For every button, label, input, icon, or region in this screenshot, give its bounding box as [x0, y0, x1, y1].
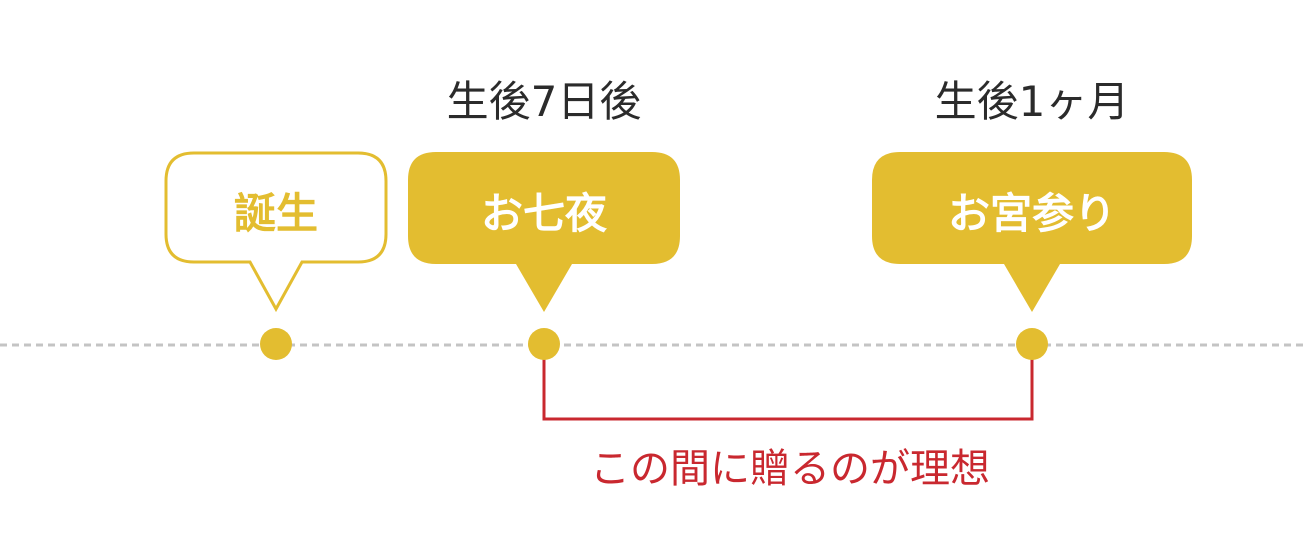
label-7-days: 生後7日後 — [447, 77, 642, 126]
timeline-dot-birth — [260, 328, 292, 360]
label-1-month: 生後1ヶ月 — [935, 77, 1130, 126]
bracket-note: この間に贈るのが理想 — [590, 446, 990, 492]
range-bracket — [542, 345, 1034, 421]
bubble-label-oshichiya: お七夜 — [481, 189, 608, 238]
bubble-label-birth: 誕生 — [234, 189, 318, 238]
bubble-oshichiya: お七夜 — [408, 152, 680, 312]
bubble-birth: 誕生 — [164, 151, 388, 313]
timeline-dot-oshichiya — [528, 328, 560, 360]
timeline-dot-omiyamairi — [1016, 328, 1048, 360]
bubble-omiyamairi: お宮参り — [872, 152, 1192, 312]
bubble-label-omiyamairi: お宮参り — [948, 189, 1116, 238]
